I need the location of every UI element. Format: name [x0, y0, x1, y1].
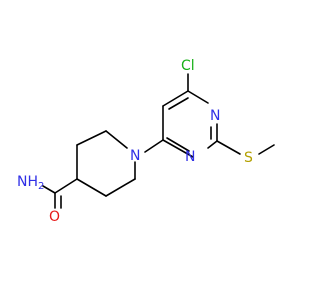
amide-nitrogen-label: NH2	[17, 174, 44, 192]
bond-c4-npip	[144, 139, 164, 153]
bonds	[42, 73, 275, 209]
carbonyl-oxygen-label: O	[49, 209, 60, 225]
bond-c4p-c5p	[76, 178, 107, 197]
molecule-structure: Cl N N N S NH2 O	[17, 58, 275, 225]
bond-n3-c4-double-a	[162, 139, 194, 158]
bond-c6-n1	[187, 90, 209, 104]
bond-s-ch3	[258, 144, 275, 155]
bond-npip-c2p	[105, 130, 128, 149]
pyrimidine-nitrogen-label: N	[210, 108, 220, 124]
amide-nitrogen-text: NH	[17, 174, 38, 190]
bond-n3-c4-double-b	[166, 137, 190, 152]
bond-c4p-camide	[54, 178, 78, 194]
piperidine-nitrogen-label: N	[130, 148, 140, 164]
chlorine-label: Cl	[181, 58, 195, 74]
pyrimidine-nitrogen-label: N	[185, 149, 195, 165]
amide-nitrogen-subscript: 2	[38, 181, 44, 192]
atom-labels: Cl N N N S NH2 O	[17, 58, 253, 225]
bond-c2-s	[216, 140, 241, 155]
bond-c2-n3	[207, 140, 218, 149]
sulfur-label: S	[244, 150, 253, 166]
bond-c5-c6-double-b	[168, 97, 189, 110]
bond-c5-c6-double-a	[162, 90, 189, 107]
bond-c2p-c3p	[76, 130, 107, 146]
bond-camide-nh2	[42, 185, 56, 194]
bond-c5p-c6p	[105, 178, 136, 197]
